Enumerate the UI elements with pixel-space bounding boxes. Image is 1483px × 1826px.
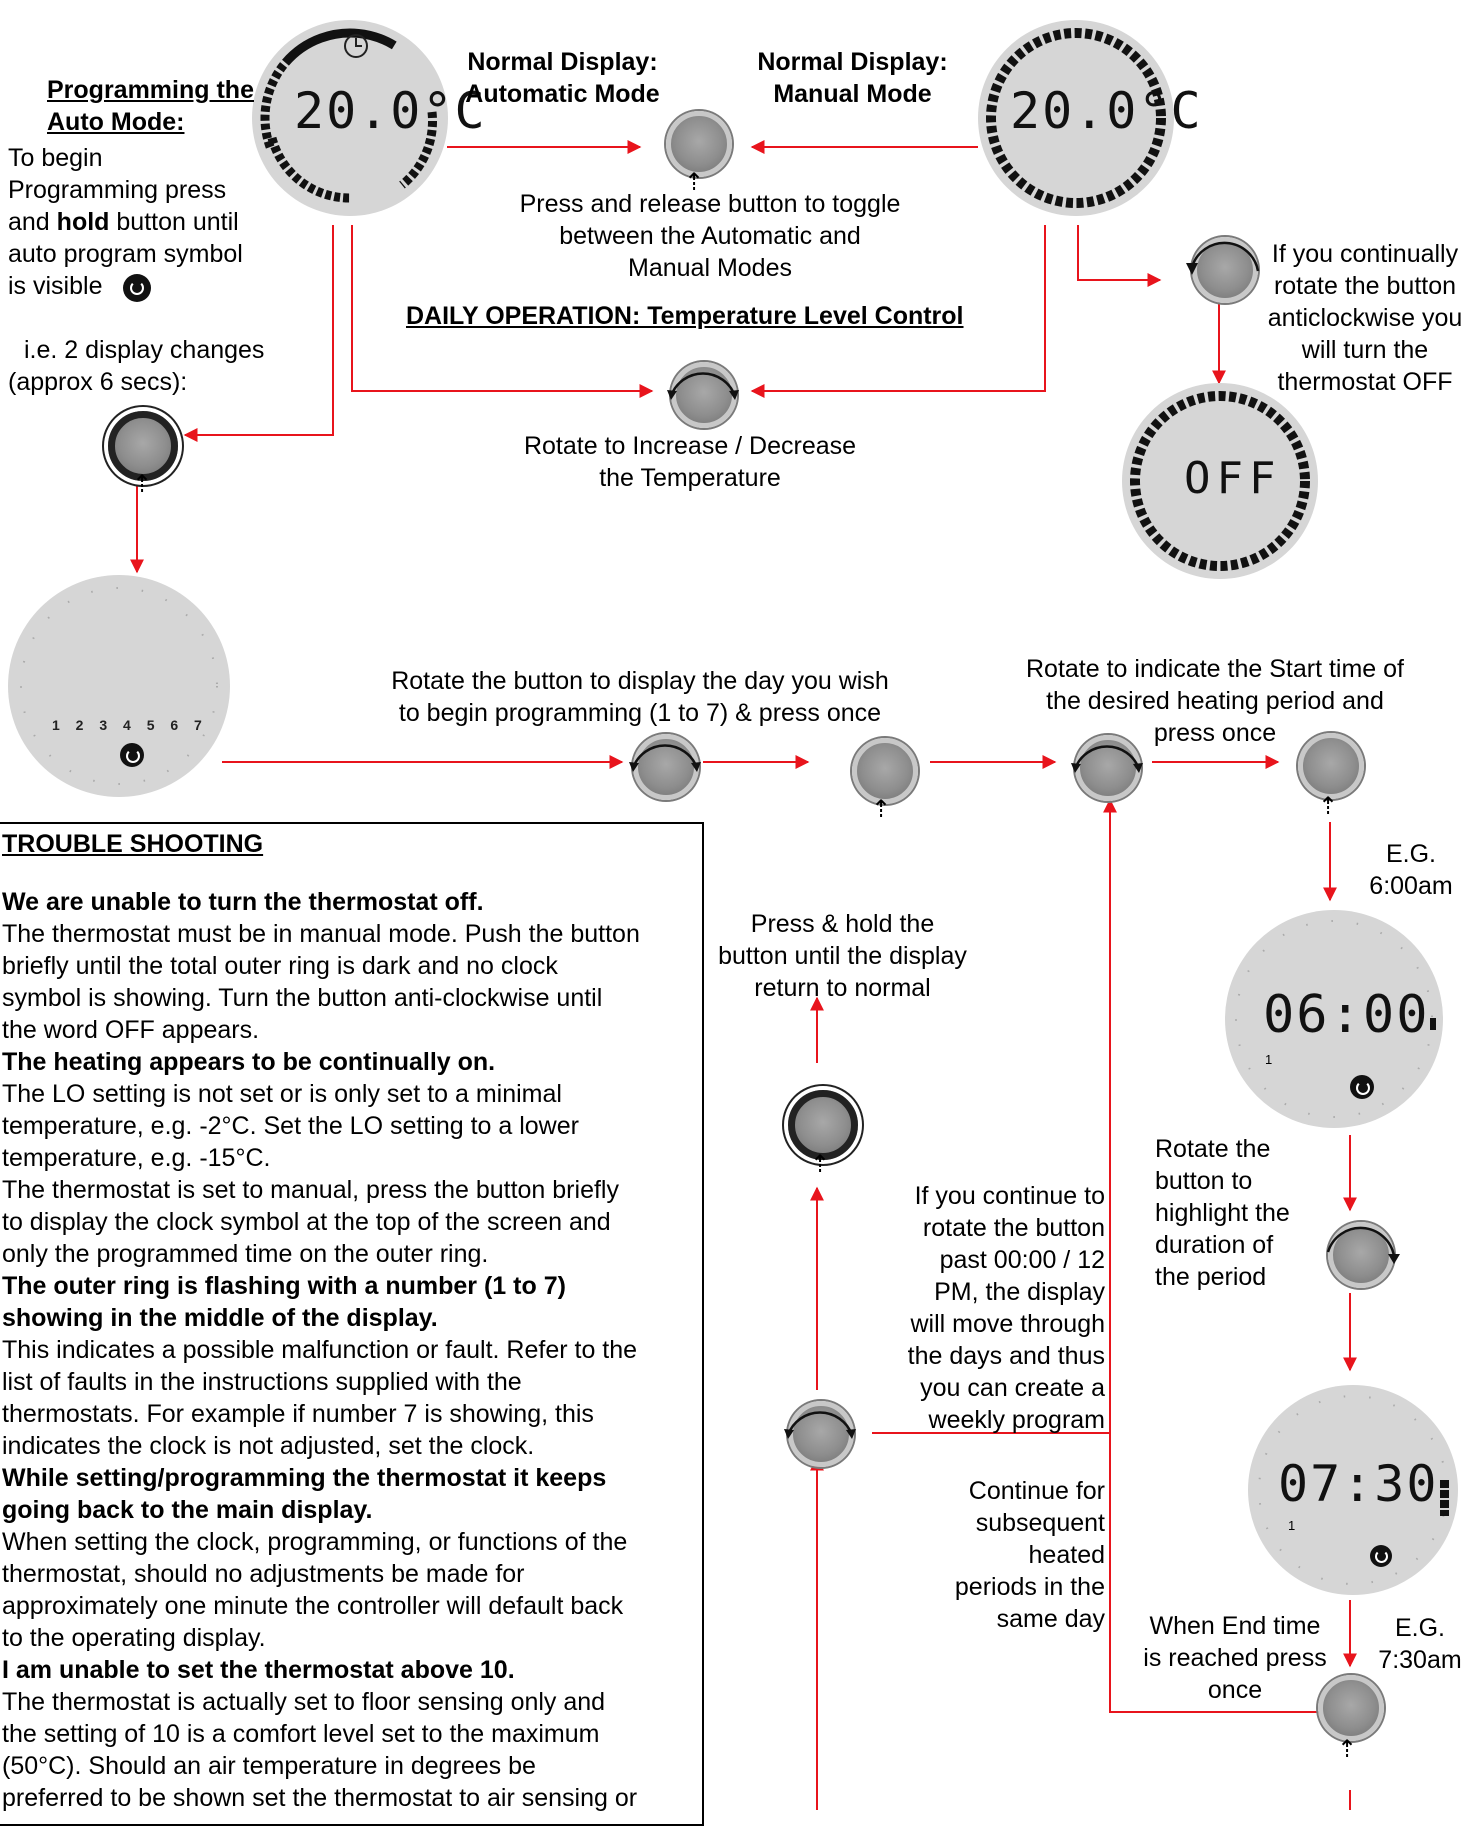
troubleshooting-title: TROUBLE SHOOTING xyxy=(2,830,264,858)
question-2: The heating appears to be continually on… xyxy=(2,1048,496,1076)
rotate-temperature-button[interactable] xyxy=(671,362,737,428)
start-press-button[interactable] xyxy=(1298,733,1364,799)
manual-mode-reading: 20.0°C xyxy=(1010,82,1203,140)
press-arrow-icon: ⇡ xyxy=(1337,1736,1358,1763)
day-indicator: 1 xyxy=(1288,1518,1296,1533)
question-4: While setting/programming the thermostat… xyxy=(2,1464,607,1524)
press-arrow-icon: ⇡ xyxy=(132,471,153,498)
press-arrow-icon: ⇡ xyxy=(810,1151,831,1178)
return-hold-button[interactable] xyxy=(788,1090,858,1160)
off-reading: OFF xyxy=(1184,453,1282,504)
clockwise-arrow-icon xyxy=(1326,1226,1400,1264)
auto-program-icon xyxy=(120,743,144,767)
time-0600: 06:00 xyxy=(1263,985,1430,1045)
question-5: I am unable to set the thermostat above … xyxy=(2,1656,515,1684)
duration-rotate-button[interactable] xyxy=(1328,1222,1394,1288)
daily-operation-heading: DAILY OPERATION: Temperature Level Contr… xyxy=(406,302,964,330)
arrow-auto-to-rotate xyxy=(351,225,654,398)
program-hold-button[interactable] xyxy=(108,411,178,481)
day-numbers: 1 2 3 4 5 6 7 xyxy=(52,717,208,733)
auto-program-icon xyxy=(1350,1075,1374,1099)
auto-mode-label: Normal Display:Automatic Mode xyxy=(465,48,660,108)
arrow-manual-to-rotate xyxy=(750,225,1046,398)
outer-ring-full xyxy=(1130,391,1310,571)
auto-program-icon xyxy=(1370,1545,1392,1567)
program-instructions: To begin Programming press and hold butt… xyxy=(8,144,243,302)
manual-mode-label: Normal Display:Manual Mode xyxy=(757,48,948,108)
day-select-instructions: Rotate the button to display the day you… xyxy=(391,667,889,727)
outer-ring-segments xyxy=(260,28,440,208)
answer-3: The thermostat is set to manual, press t… xyxy=(2,1176,619,1268)
end-press-button[interactable] xyxy=(1318,1675,1384,1741)
rotate-arrow-icon xyxy=(629,744,701,772)
press-arrow-icon: ⇡ xyxy=(1318,793,1339,820)
day-indicator: 1 xyxy=(1265,1052,1273,1067)
auto-mode-reading: 20.0°C xyxy=(294,82,487,140)
answer-2: The LO setting is not set or is only set… xyxy=(2,1080,579,1172)
question-1: We are unable to turn the thermostat off… xyxy=(2,888,484,916)
answer-1: The thermostat must be in manual mode. P… xyxy=(2,920,640,1044)
answer-4: This indicates a possible malfunction or… xyxy=(2,1336,638,1460)
auto-program-icon xyxy=(123,274,152,302)
time-0730: 07:30 xyxy=(1278,1455,1439,1513)
off-display: OFF xyxy=(1122,383,1318,579)
eg-end-time: E.G.7:30am xyxy=(1378,1614,1462,1674)
rotate-arrow-icon xyxy=(1071,745,1143,773)
manual-mode-display: 20.0°C xyxy=(978,20,1201,216)
question-3: The outer ring is flashing with a number… xyxy=(2,1272,566,1332)
toggle-button[interactable] xyxy=(666,111,732,177)
arrow-auto-to-hold xyxy=(183,225,334,442)
rotate-arrow-icon xyxy=(784,1411,856,1439)
arrow-manual-to-anticlockwise xyxy=(1077,225,1162,287)
troubleshooting-panel: TROUBLE SHOOTING We are unable to turn t… xyxy=(0,822,704,1826)
press-arrow-icon: ⇡ xyxy=(684,169,705,196)
anticlockwise-arrow-icon xyxy=(1186,241,1260,275)
rotate-arrow-icon xyxy=(667,372,739,400)
clock-icon xyxy=(344,34,368,58)
display-0730: 07:30 1 xyxy=(1248,1385,1458,1595)
outer-ring-full xyxy=(986,28,1166,208)
hour-dots xyxy=(20,587,218,785)
day-select-display: 1 2 3 4 5 6 7 xyxy=(8,575,230,797)
arrow-end-press-to-start xyxy=(1103,798,1330,1713)
eg-start-time: E.G.6:00am xyxy=(1369,840,1453,900)
ring-segment xyxy=(1430,1018,1436,1030)
answer-6: The thermostat is actually set to floor … xyxy=(2,1688,638,1812)
day-press-button[interactable] xyxy=(852,738,918,804)
display-changes-note: i.e. 2 display changes (approx 6 secs): xyxy=(8,336,265,396)
press-arrow-icon: ⇡ xyxy=(871,796,892,823)
answer-5: When setting the clock, programming, or … xyxy=(2,1528,628,1652)
display-0600: 06:00 1 xyxy=(1225,910,1443,1128)
auto-mode-display: 20.0°C xyxy=(252,20,485,216)
ring-segments xyxy=(1440,1480,1449,1516)
